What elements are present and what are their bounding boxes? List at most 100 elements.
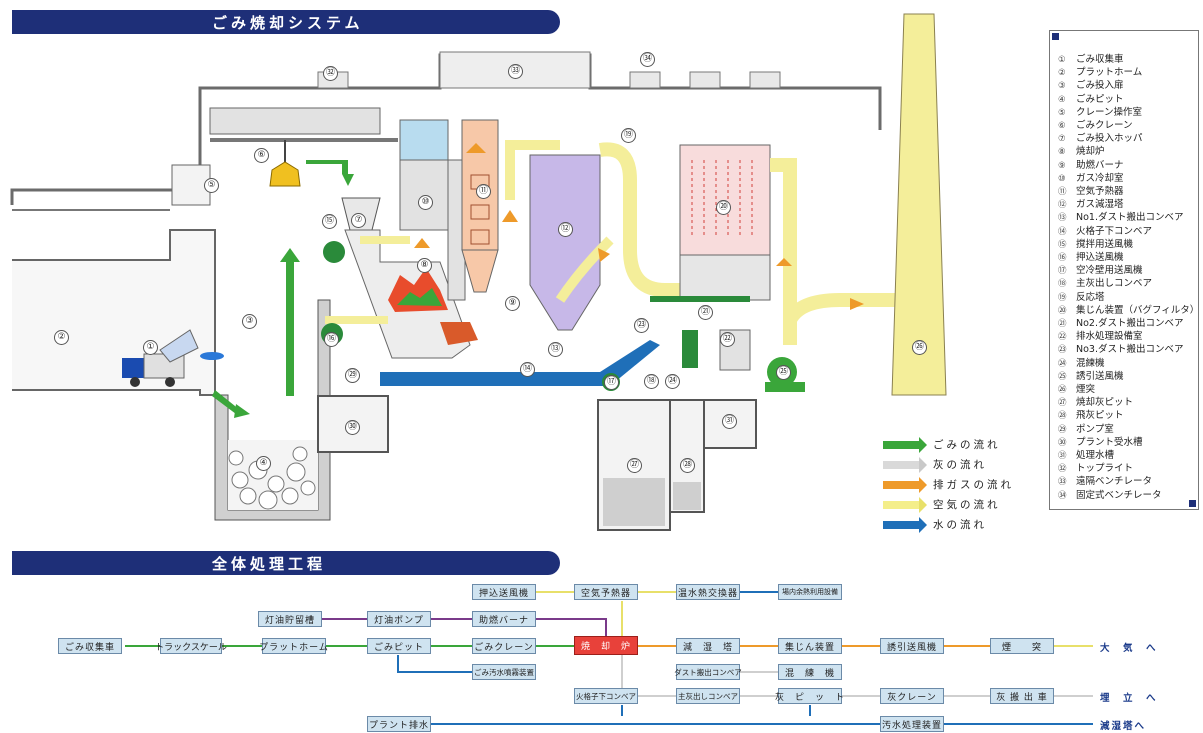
marker-23: ㉓ [634,318,649,333]
box-hot-water-exchanger: 温水熱交換器 [676,584,740,600]
marker-16: ⑯ [324,332,339,347]
legend-item: ⑪空気予熱器 [1058,183,1124,197]
legend-item-number: ㉘ [1058,409,1076,421]
legend-item: ⑳集じん装置（バグフィルタ） [1058,302,1199,316]
legend-item: ③ごみ投入扉 [1058,77,1124,91]
yellow-arrow-icon [883,501,921,509]
marker-28: ㉘ [680,458,695,473]
flow-key-ash: 灰の流れ [883,457,987,472]
legend-item-number: ㉜ [1058,462,1076,474]
flow-key-water: 水の流れ [883,517,987,532]
box-chimney: 煙 突 [990,638,1054,654]
marker-10: ⑩ [418,195,433,210]
legend-item-number: ㉛ [1058,449,1076,461]
flow-key-air: 空気の流れ [883,497,1001,512]
platform-floor [12,230,215,395]
fixed-ventilator-3 [750,72,780,88]
gray-arrow-icon [883,461,921,469]
chimney [892,14,946,395]
marker-22: ㉒ [720,332,735,347]
blue-arrow-icon [883,521,921,529]
legend-item: ⑲反応塔 [1058,289,1105,303]
fixed-ventilator-1 [630,72,660,88]
box-air-preheater: 空気予熱器 [574,584,638,600]
legend-item-number: ⑮ [1058,238,1076,250]
marker-34: ㉞ [640,52,655,67]
legend-item-number: ⑬ [1058,211,1076,223]
legend-item-number: ㉑ [1058,317,1076,329]
box-wastewater-spray: ごみ汚水噴霧装置 [472,664,536,680]
marker-11: ⑪ [476,184,491,199]
box-ash-crane: 灰クレーン [880,688,944,704]
marker-31: ㉛ [722,414,737,429]
output-to-humidity-tower: 減湿塔へ [1100,718,1146,732]
legend-item: ⑬No1.ダスト搬出コンベア [1058,209,1183,223]
marker-18: ⑱ [644,374,659,389]
marker-20: ⑳ [716,200,731,215]
legend-item: ⑰空冷壁用送風機 [1058,262,1143,276]
legend-item: ㉜トップライト [1058,460,1133,474]
marker-5: ⑤ [204,178,219,193]
output-atmosphere: 大 気 へ [1100,640,1158,654]
legend-item: ⑦ごみ投入ホッパ [1058,130,1143,144]
box-induced-fan: 誘引送風機 [880,638,944,654]
marker-30: ㉚ [345,420,360,435]
gas-cooling-chamber [400,120,448,160]
box-platform: プラットホーム [262,638,326,654]
marker-25: ㉕ [776,365,791,380]
waste-flow-arrows [212,160,354,418]
legend-corner-mark [1189,500,1196,507]
reaction-duct [600,149,690,290]
box-incinerator: 焼 却 炉 [574,636,638,655]
legend-corner-mark [1052,33,1059,40]
marker-12: ⑫ [558,222,573,237]
box-truck-scale: トラックスケール [160,638,222,654]
legend-item-number: ㉝ [1058,475,1076,487]
marker-2: ② [54,330,69,345]
crane-grab [270,140,300,186]
legend-item: ①ごみ収集車 [1058,51,1124,65]
legend-item: ⑩ガス冷却室 [1058,170,1124,184]
legend-item: ⑥ごみクレーン [1058,117,1133,131]
box-kerosene-tank: 灯油貯留槽 [258,611,322,627]
legend-item-number: ㉕ [1058,370,1076,382]
legend-item-label: 固定式ベンチレータ [1076,490,1162,501]
legend-item: ⑧焼却炉 [1058,143,1105,157]
kneader [682,330,698,368]
legend-item: ㉗焼却灰ピット [1058,394,1133,408]
box-forced-draft-fan: 押込送風機 [472,584,536,600]
flow-key-waste: ごみの流れ [883,437,1001,452]
legend-panel: ①ごみ収集車②プラットホーム③ごみ投入扉④ごみピット⑤クレーン操作室⑥ごみクレー… [1049,30,1199,510]
marker-7: ⑦ [351,213,366,228]
legend-item: ⑮撹拌用送風機 [1058,236,1133,250]
legend-item-number: ㉚ [1058,436,1076,448]
box-garbage-pit: ごみピット [367,638,431,654]
box-ash-pit: 灰 ピ ッ ト [778,688,842,704]
legend-item-number: ㉔ [1058,357,1076,369]
legend-item: ㉞固定式ベンチレータ [1058,487,1162,501]
marker-27: ㉗ [627,458,642,473]
marker-15: ⑮ [322,214,337,229]
legend-item-number: ㉒ [1058,330,1076,342]
marker-1: ① [143,340,158,355]
legend-item-number: ㉞ [1058,489,1076,501]
legend-item: ②プラットホーム [1058,64,1142,78]
marker-14: ⑭ [520,362,535,377]
marker-32: ㉜ [323,66,338,81]
marker-17: ⑰ [604,375,619,390]
legend-item-number: ⑯ [1058,251,1076,263]
legend-item-number: ㉓ [1058,343,1076,355]
